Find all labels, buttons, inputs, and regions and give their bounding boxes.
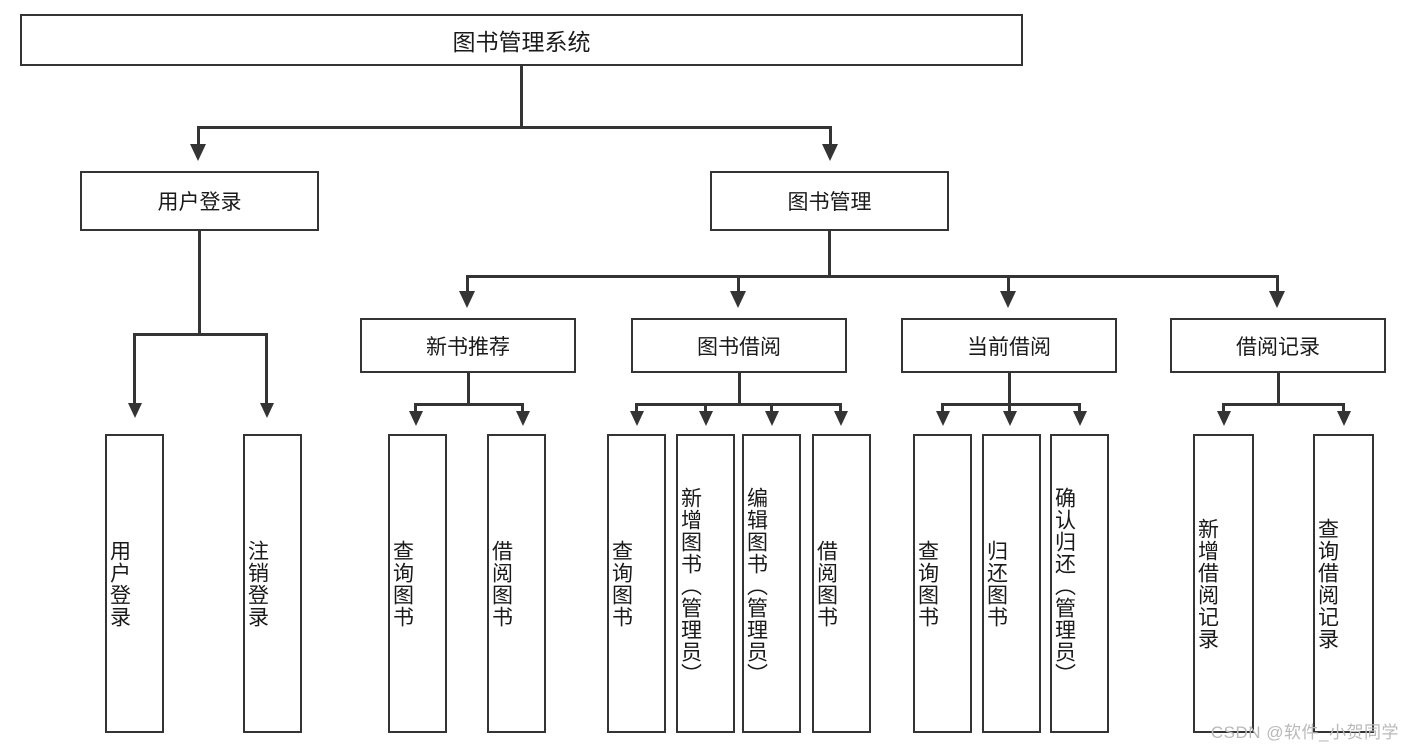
arrowhead-leaf-borrow-book-1 — [516, 411, 530, 426]
leaf-borrow-book-recommend[interactable]: 借阅图书 — [487, 434, 546, 733]
leaf-label: 查询图书 — [915, 539, 939, 628]
arrowhead-new-book — [459, 291, 475, 308]
arrowhead-leaf-query-book-2 — [630, 411, 644, 426]
node-label: 图书管理系统 — [452, 29, 591, 55]
connector-to-borrow-record — [1276, 275, 1279, 293]
connector-book-borrow-drop-3 — [770, 403, 773, 413]
arrowhead-book-manage — [822, 144, 838, 161]
connector-new-book-bar — [414, 403, 524, 406]
connector-root-to-user-login — [197, 126, 200, 146]
connector-borrow-record-stem — [1277, 373, 1280, 405]
leaf-confirm-return-admin[interactable]: 确认归还（管理员） — [1050, 434, 1109, 733]
node-user-login[interactable]: 用户登录 — [80, 171, 319, 231]
leaf-label: 查询借阅记录 — [1315, 517, 1339, 650]
node-label: 图书管理 — [787, 191, 872, 214]
connector-borrow-record-bar — [1222, 403, 1345, 406]
leaf-label: 用户登录 — [107, 539, 131, 628]
arrowhead-leaf-return-book — [1003, 411, 1017, 426]
arrowhead-leaf-logout — [260, 403, 274, 418]
arrowhead-borrow-record — [1269, 291, 1285, 308]
arrowhead-leaf-confirm-return — [1073, 411, 1087, 426]
leaf-logout[interactable]: 注销登录 — [243, 434, 302, 733]
leaf-add-book-admin[interactable]: 新增图书（管理员） — [676, 434, 735, 733]
connector-book-borrow-drop-1 — [635, 403, 638, 413]
connector-user-login-drop-1 — [133, 333, 136, 405]
connector-root-to-book-manage — [829, 126, 832, 146]
node-label: 借阅记录 — [1236, 335, 1320, 359]
connector-to-current-borrow — [1007, 275, 1010, 293]
leaf-label: 借阅图书 — [814, 539, 838, 628]
arrowhead-leaf-query-record — [1337, 411, 1351, 426]
connector-user-login-drop-2 — [265, 333, 268, 405]
node-borrow-record[interactable]: 借阅记录 — [1170, 318, 1386, 373]
leaf-label: 查询图书 — [609, 539, 633, 628]
leaf-label: 编辑图书（管理员） — [744, 486, 768, 685]
connector-user-login-stem — [198, 231, 201, 335]
arrowhead-user-login — [190, 144, 206, 161]
node-label: 当前借阅 — [967, 335, 1051, 359]
node-label: 用户登录 — [157, 191, 242, 214]
arrowhead-leaf-add-book — [699, 411, 713, 426]
leaf-label: 借阅图书 — [489, 539, 513, 628]
connector-book-borrow-stem — [738, 373, 741, 405]
leaf-label: 查询图书 — [390, 539, 414, 628]
leaf-user-login[interactable]: 用户登录 — [105, 434, 164, 733]
leaf-query-book-borrow[interactable]: 查询图书 — [607, 434, 666, 733]
connector-book-borrow-drop-2 — [704, 403, 707, 413]
connector-current-borrow-drop-2 — [1008, 403, 1011, 413]
arrowhead-leaf-borrow-book-2 — [834, 411, 848, 426]
connector-book-manage-stem — [828, 231, 831, 277]
arrowhead-book-borrow — [730, 291, 746, 308]
node-current-borrow[interactable]: 当前借阅 — [901, 318, 1117, 373]
watermark-text: CSDN @软件_小贺同学 — [1210, 723, 1399, 742]
connector-new-book-drop-2 — [521, 403, 524, 413]
connector-book-manage-bar — [466, 275, 1278, 278]
node-label: 图书借阅 — [697, 335, 781, 359]
leaf-label: 确认归还（管理员） — [1052, 486, 1076, 685]
connector-to-new-book — [466, 275, 469, 293]
connector-current-borrow-bar — [941, 403, 1081, 406]
leaf-query-borrow-record[interactable]: 查询借阅记录 — [1313, 434, 1374, 733]
connector-book-borrow-drop-4 — [839, 403, 842, 413]
connector-new-book-drop-1 — [414, 403, 417, 413]
node-label: 新书推荐 — [426, 335, 510, 359]
connector-root-stem — [520, 66, 523, 128]
arrowhead-leaf-edit-book — [765, 411, 779, 426]
arrowhead-leaf-user-login — [128, 403, 142, 418]
leaf-label: 注销登录 — [245, 539, 269, 628]
connector-book-borrow-bar — [635, 403, 841, 406]
node-new-book-recommend[interactable]: 新书推荐 — [360, 318, 576, 373]
arrowhead-leaf-query-book-1 — [409, 411, 423, 426]
leaf-return-book[interactable]: 归还图书 — [982, 434, 1041, 733]
connector-root-bar — [197, 126, 832, 129]
leaf-label: 新增图书（管理员） — [678, 486, 702, 685]
leaf-borrow-book[interactable]: 借阅图书 — [812, 434, 871, 733]
node-book-borrow[interactable]: 图书借阅 — [631, 318, 847, 373]
leaf-add-borrow-record[interactable]: 新增借阅记录 — [1193, 434, 1254, 733]
connector-borrow-record-drop-2 — [1342, 403, 1345, 413]
connector-borrow-record-drop-1 — [1222, 403, 1225, 413]
connector-current-borrow-drop-3 — [1078, 403, 1081, 413]
connector-current-borrow-stem — [1008, 373, 1011, 405]
leaf-query-book-current[interactable]: 查询图书 — [913, 434, 972, 733]
arrowhead-leaf-add-record — [1217, 411, 1231, 426]
connector-user-login-bar — [133, 333, 268, 336]
arrowhead-leaf-query-book-3 — [936, 411, 950, 426]
connector-new-book-stem — [467, 373, 470, 405]
connector-to-book-borrow — [737, 275, 740, 293]
connector-current-borrow-drop-1 — [941, 403, 944, 413]
leaf-edit-book-admin[interactable]: 编辑图书（管理员） — [742, 434, 801, 733]
leaf-query-book-recommend[interactable]: 查询图书 — [388, 434, 447, 733]
node-book-manage[interactable]: 图书管理 — [710, 171, 949, 231]
leaf-label: 新增借阅记录 — [1195, 517, 1219, 650]
leaf-label: 归还图书 — [984, 539, 1008, 628]
node-root-system[interactable]: 图书管理系统 — [20, 14, 1023, 66]
arrowhead-current-borrow — [1000, 291, 1016, 308]
